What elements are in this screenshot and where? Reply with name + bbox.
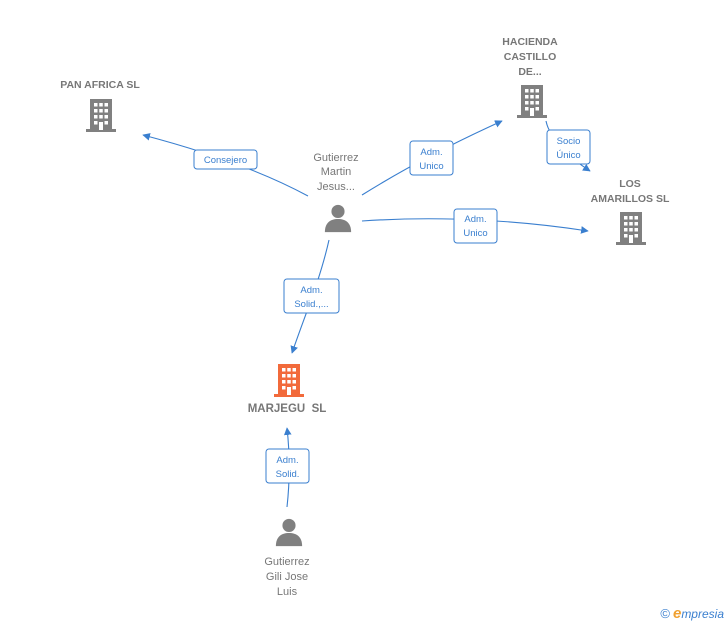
badge-adm-solid-gili-line-2: Solid.	[276, 469, 300, 480]
node-pan-africa-label: PAN AFRICA SL	[60, 79, 140, 91]
node-gutierrez-martin-label-3: Jesus...	[317, 181, 355, 193]
badge-socio-unico[interactable]: Socio Único	[546, 129, 591, 165]
edges	[142, 120, 591, 508]
footer-brand: ©empresia	[660, 605, 724, 622]
copyright-symbol: ©	[660, 606, 670, 621]
badge-adm-unico-hacienda-line-1: Adm.	[420, 147, 442, 158]
node-marjegu[interactable]: MARJEGU SL	[248, 364, 327, 415]
edge-labels: Consejero Adm. Unico Adm. Unico Socio Ún…	[193, 129, 591, 484]
brand-name: mpresia	[681, 607, 724, 621]
badge-adm-unico-amarillos[interactable]: Adm. Unico	[453, 208, 498, 244]
badge-adm-solid-gili[interactable]: Adm. Solid.	[265, 448, 310, 484]
person-icon	[275, 518, 303, 547]
node-marjegu-label: MARJEGU SL	[248, 403, 327, 415]
badge-adm-unico-hacienda-line-2: Unico	[419, 161, 443, 172]
node-los-amarillos[interactable]: LOS AMARILLOS SL	[591, 178, 670, 245]
node-los-amarillos-label-2: AMARILLOS SL	[591, 193, 670, 205]
node-gutierrez-gili-label-1: Gutierrez	[264, 556, 309, 568]
badge-consejero[interactable]: Consejero	[193, 149, 258, 170]
node-gutierrez-martin-label-1: Gutierrez	[313, 152, 358, 164]
badge-socio-unico-line-1: Socio	[557, 136, 581, 147]
node-hacienda-label-3: DE...	[518, 66, 541, 78]
person-icon	[324, 204, 352, 233]
building-icon	[616, 212, 646, 245]
node-hacienda-label-2: CASTILLO	[504, 51, 557, 63]
brand-logo-e: e	[672, 605, 682, 622]
building-icon	[86, 99, 116, 132]
node-hacienda[interactable]: HACIENDA CASTILLO DE...	[502, 36, 558, 118]
badge-adm-solid-martin-line-1: Adm.	[300, 285, 322, 296]
node-gutierrez-gili-label-2: Gili Jose	[266, 571, 308, 583]
badge-consejero-line-1: Consejero	[204, 155, 247, 166]
node-gutierrez-martin[interactable]: Gutierrez Martin Jesus...	[313, 152, 359, 233]
node-hacienda-label-1: HACIENDA	[502, 36, 558, 48]
node-gutierrez-gili[interactable]: Gutierrez Gili Jose Luis	[264, 518, 310, 598]
badge-adm-solid-martin[interactable]: Adm. Solid.,...	[283, 278, 340, 314]
badge-adm-solid-gili-line-1: Adm.	[276, 455, 298, 466]
badge-adm-unico-hacienda[interactable]: Adm. Unico	[409, 140, 454, 176]
building-icon	[517, 85, 547, 118]
badge-adm-unico-amarillos-line-1: Adm.	[464, 214, 486, 225]
badge-adm-unico-amarillos-line-2: Unico	[463, 228, 487, 239]
node-los-amarillos-label-1: LOS	[619, 178, 641, 190]
node-gutierrez-martin-label-2: Martin	[321, 166, 352, 178]
badge-adm-solid-martin-line-2: Solid.,...	[294, 299, 328, 310]
node-pan-africa[interactable]: PAN AFRICA SL	[60, 79, 140, 132]
building-icon	[274, 364, 304, 397]
node-gutierrez-gili-label-3: Luis	[277, 586, 298, 598]
badge-socio-unico-line-2: Único	[556, 150, 580, 161]
